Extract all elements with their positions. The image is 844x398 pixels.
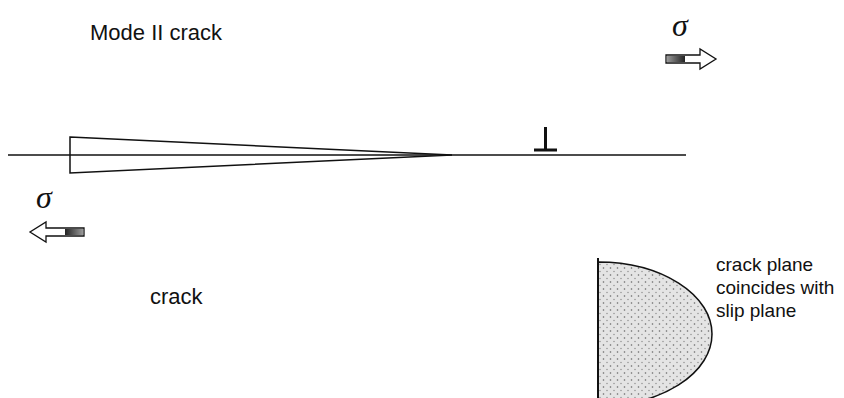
stress-symbol: σ [672,6,688,44]
crack-wedge [70,137,452,173]
slip-line [8,154,686,156]
stress-symbol: σ [36,178,52,216]
figure-title: Mode II crack [90,20,222,46]
crack-front [597,258,599,398]
stress-arrow [666,49,716,69]
stress-arrow [30,222,84,242]
region-label: crack [150,284,203,310]
dislocation-symbol [534,127,557,150]
slip-region [598,262,712,398]
note-label: crack plane coincides with slip plane [716,254,840,322]
